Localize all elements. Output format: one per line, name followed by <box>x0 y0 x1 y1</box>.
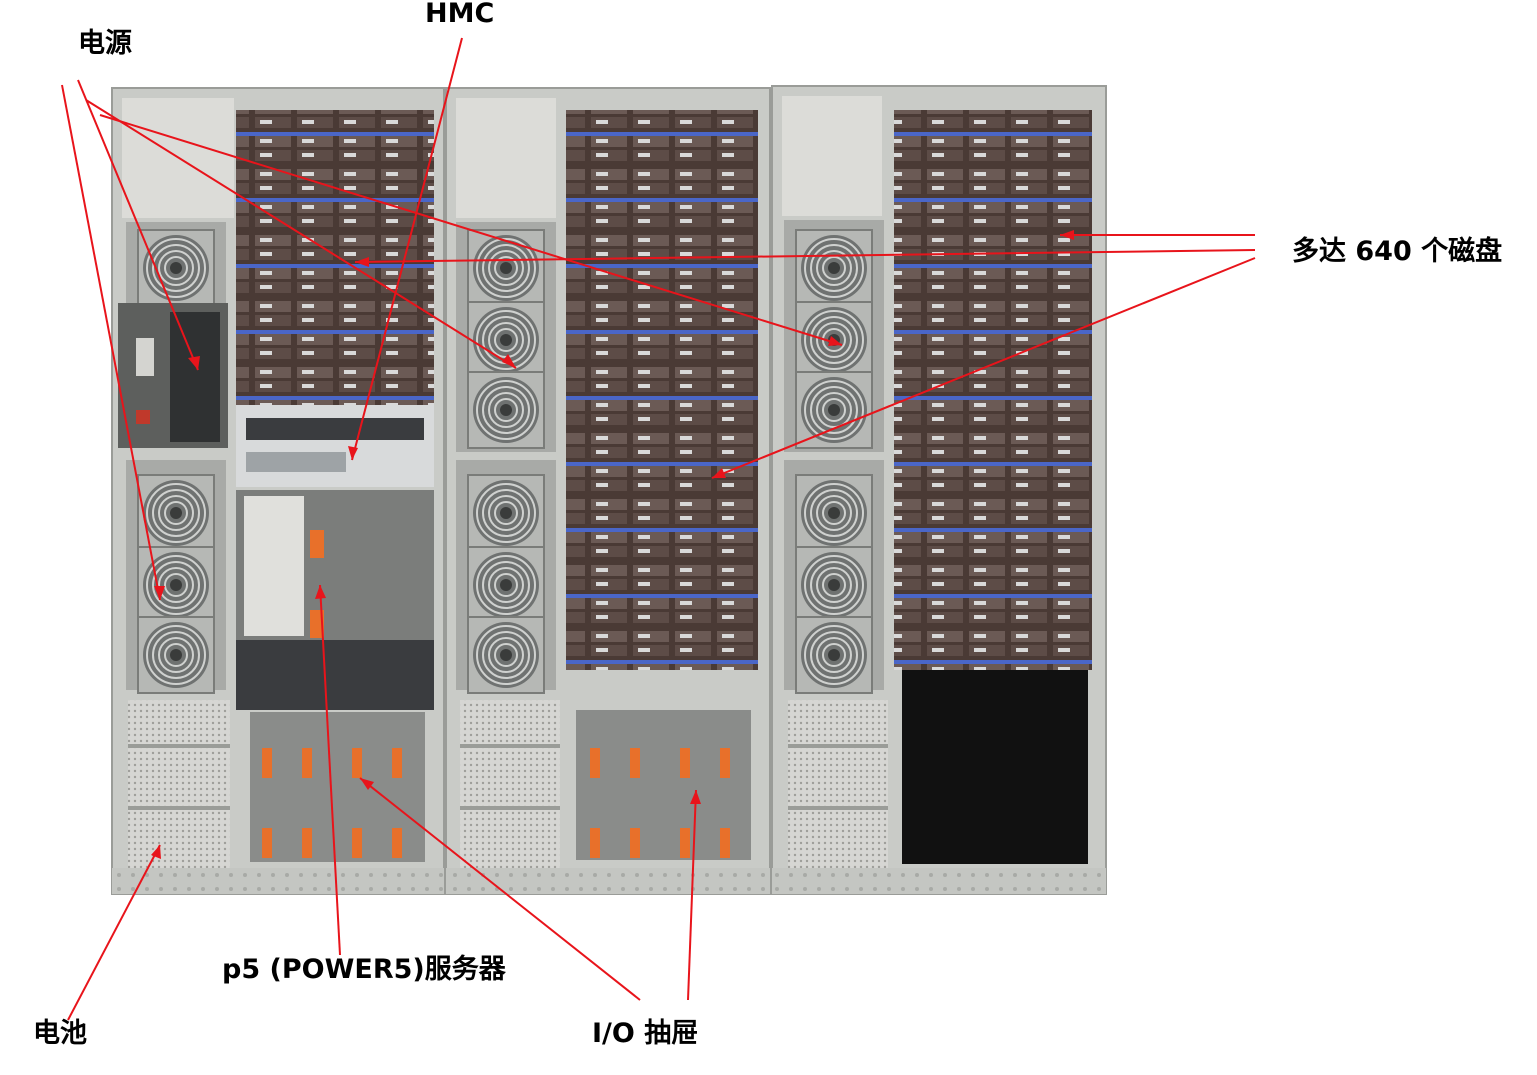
callout-server <box>319 584 341 956</box>
callout-battery <box>67 844 161 1021</box>
rack-2 <box>445 87 771 895</box>
callout-power-1 <box>77 79 199 371</box>
callout-power-2 <box>85 99 517 369</box>
label-hmc: HMC <box>425 0 495 29</box>
label-disks: 多达 640 个磁盘 <box>1292 236 1503 267</box>
rack-1 <box>111 87 445 895</box>
callout-power-3 <box>99 114 843 346</box>
label-io-drawer: I/O 抽屉 <box>592 1018 699 1049</box>
callout-disks-3 <box>711 257 1256 479</box>
label-battery: 电池 <box>33 1018 87 1049</box>
callout-hmc <box>351 37 463 461</box>
rack-3 <box>771 85 1107 895</box>
callout-disks-2 <box>354 249 1256 263</box>
callout-arrowheads <box>151 230 1074 859</box>
label-server: p5 (POWER5)服务器 <box>222 954 506 985</box>
callout-power-4 <box>61 84 161 601</box>
callout-io-2 <box>687 789 697 1001</box>
callout-lines <box>61 37 1256 1021</box>
callout-io-1 <box>359 777 641 1001</box>
label-power-supply: 电源 <box>78 28 132 59</box>
